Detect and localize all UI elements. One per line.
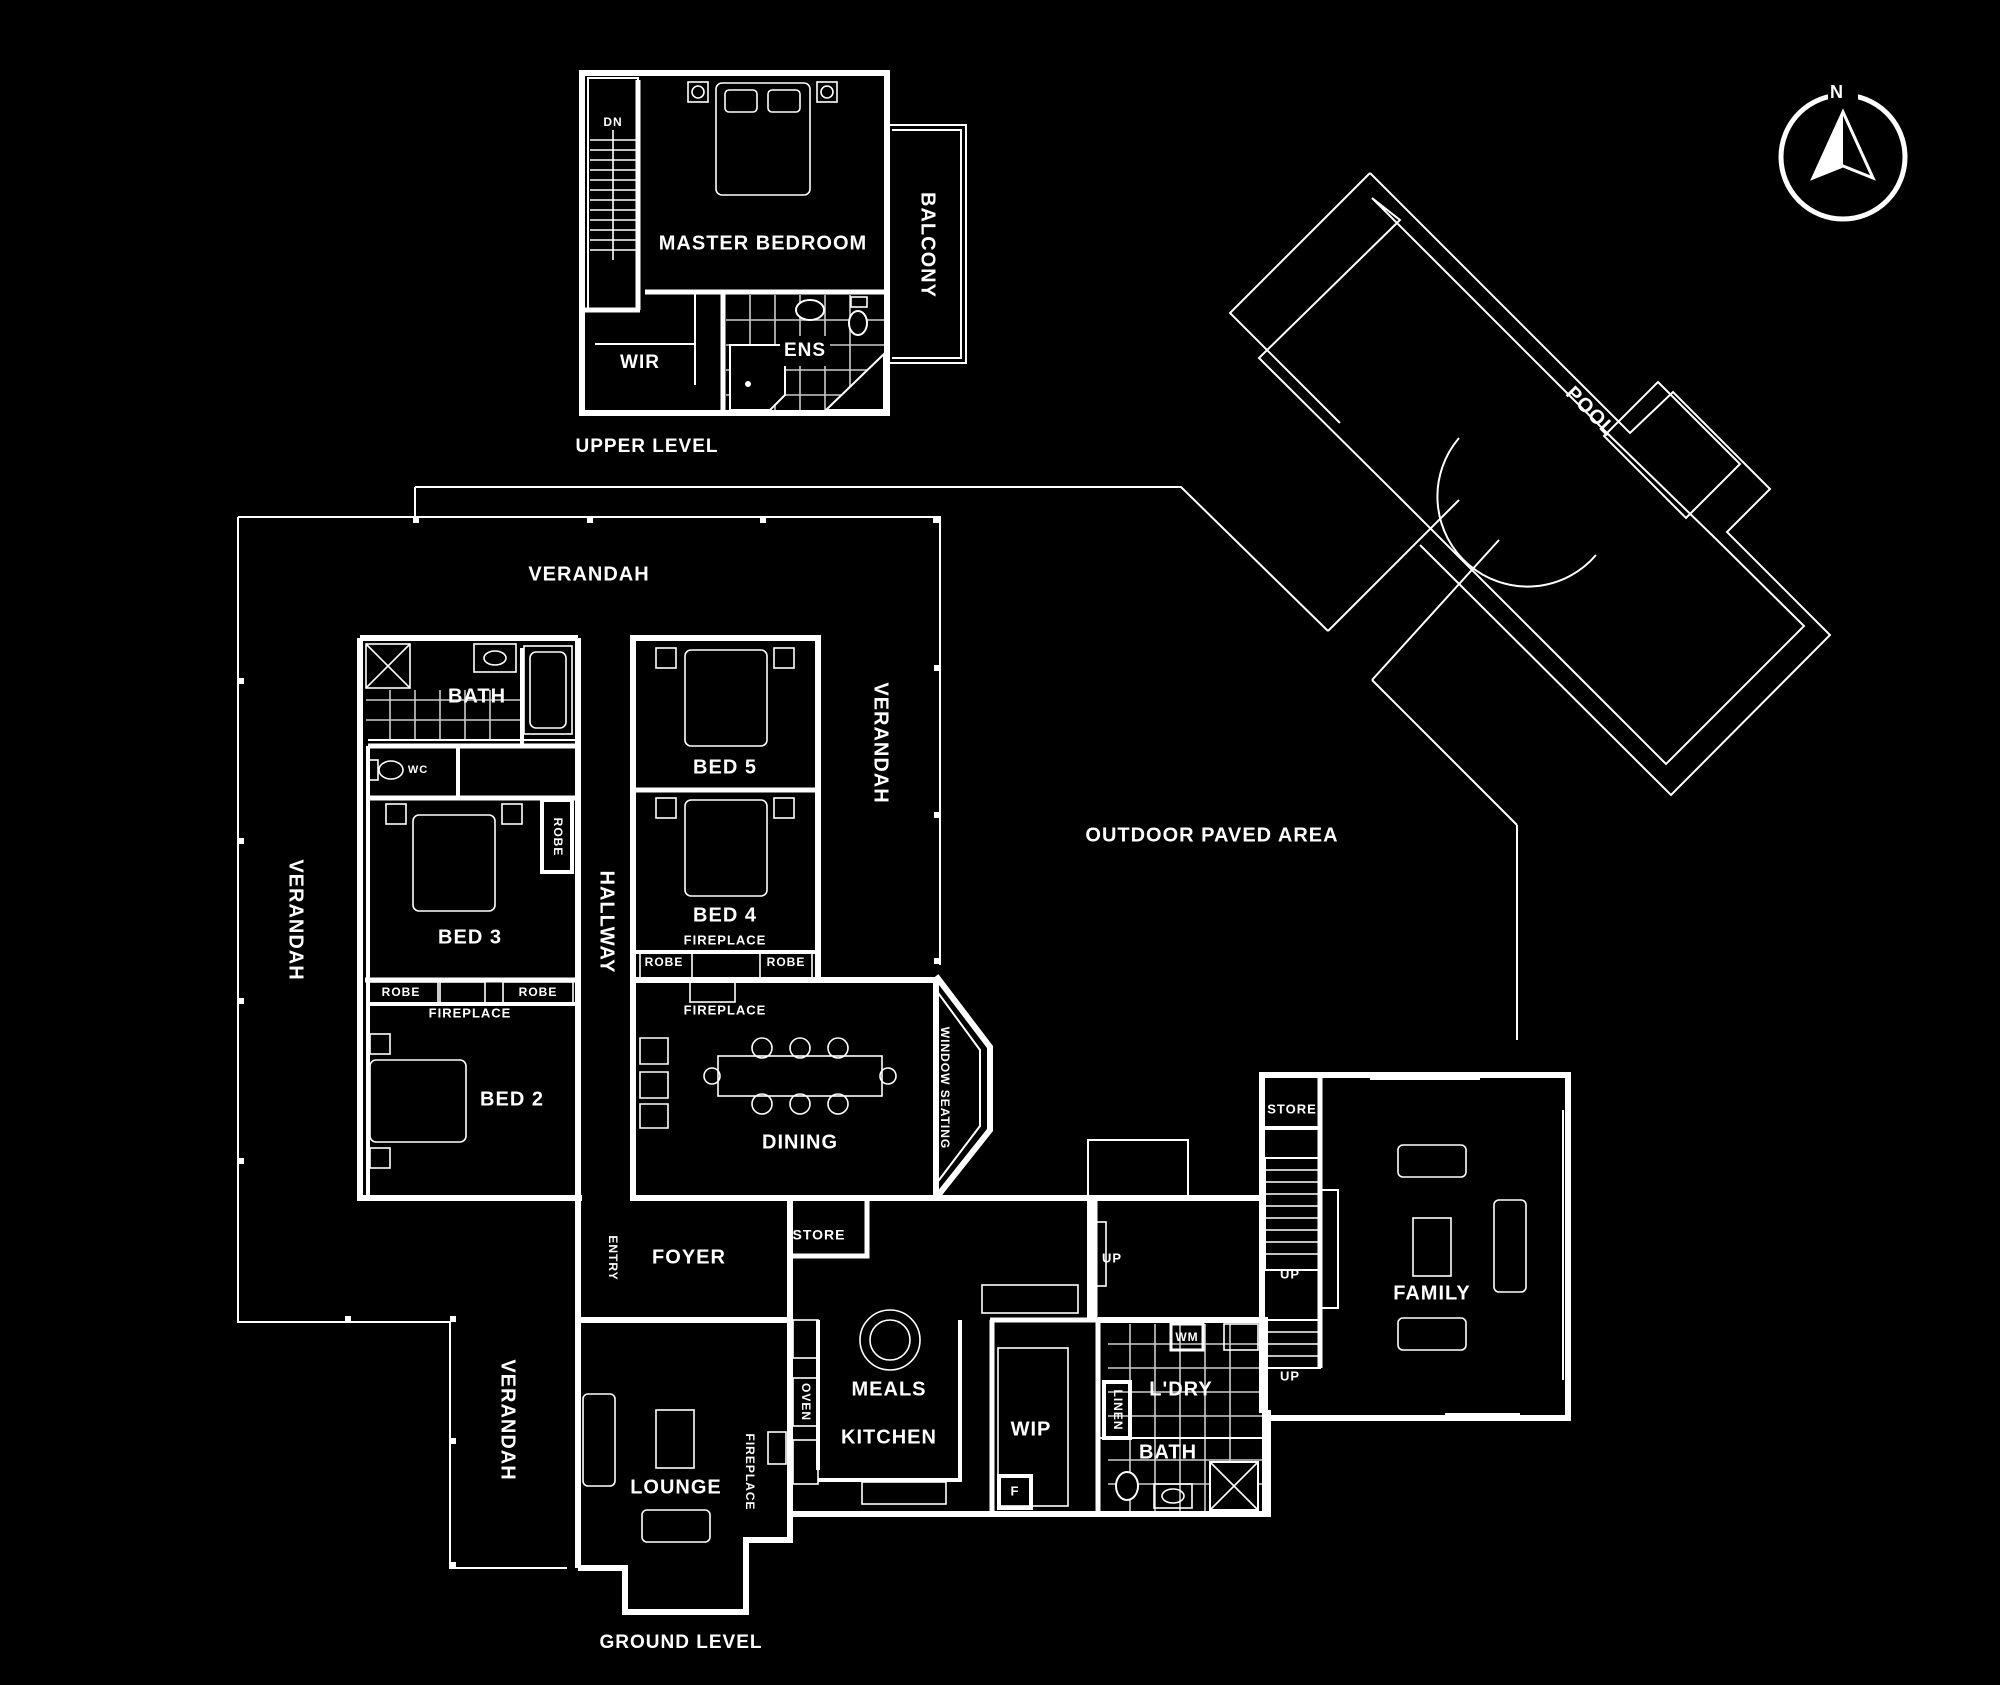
linen-label: LINEN bbox=[1111, 1390, 1125, 1431]
verandah-outline bbox=[237, 487, 941, 1569]
dining-label: DINING bbox=[762, 1131, 838, 1153]
meals-label: MEALS bbox=[852, 1378, 927, 1400]
upper-level-label: UPPER LEVEL bbox=[576, 436, 719, 457]
kitchen-label: KITCHEN bbox=[841, 1426, 937, 1448]
bed5-label: BED 5 bbox=[693, 756, 757, 778]
master-bedroom-label: MASTER BEDROOM bbox=[659, 232, 867, 254]
oven-label: OVEN bbox=[799, 1383, 813, 1421]
pool-label: POOL bbox=[1561, 382, 1619, 440]
ens-label: ENS bbox=[784, 340, 826, 361]
outdoor-paved-area-label: OUTDOOR PAVED AREA bbox=[1085, 824, 1338, 846]
wip-label: WIP bbox=[1011, 1418, 1052, 1440]
upper-level-plan bbox=[579, 70, 967, 416]
family-label: FAMILY bbox=[1393, 1282, 1471, 1304]
robe-bed2-left-label: ROBE bbox=[382, 985, 421, 999]
verandah-left-label: VERANDAH bbox=[285, 859, 307, 980]
verandah-right-label: VERANDAH bbox=[870, 682, 892, 803]
robe-bed4-right-label: ROBE bbox=[767, 955, 806, 969]
pool-area bbox=[1228, 172, 1832, 1040]
fireplace-lounge-label: FIREPLACE bbox=[743, 1433, 757, 1510]
wc-label: WC bbox=[408, 764, 428, 776]
compass-letter: N bbox=[1830, 82, 1844, 102]
north-arrow-icon bbox=[1778, 82, 1908, 222]
store-family-label: STORE bbox=[1267, 1101, 1317, 1116]
fireplace-dining-label: FIREPLACE bbox=[684, 1002, 767, 1017]
fireplace-bed2-label: FIREPLACE bbox=[429, 1005, 512, 1020]
bed4-label: BED 4 bbox=[693, 904, 757, 926]
window-seating-label: WINDOW SEATING bbox=[938, 1027, 952, 1149]
f-label: F bbox=[1011, 1483, 1020, 1498]
up-stair2-label: UP bbox=[1280, 1368, 1300, 1383]
bed2-label: BED 2 bbox=[480, 1088, 544, 1110]
ground-level-label: GROUND LEVEL bbox=[600, 1632, 763, 1653]
verandah-bottom-label: VERANDAH bbox=[497, 1359, 519, 1480]
foyer-label: FOYER bbox=[652, 1246, 726, 1268]
fireplace-bed4-label: FIREPLACE bbox=[684, 932, 767, 947]
laundry-label: L'DRY bbox=[1149, 1378, 1212, 1400]
entry-label: ENTRY bbox=[606, 1235, 620, 1280]
ground-level-walls bbox=[357, 635, 1571, 1615]
paved-area-outline bbox=[415, 486, 1329, 632]
wir-label: WIR bbox=[620, 352, 660, 373]
bath-east-label: BATH bbox=[1139, 1441, 1197, 1463]
dn-label: DN bbox=[603, 115, 622, 129]
robe-bed4-left-label: ROBE bbox=[645, 955, 684, 969]
robe-bed2-right-label: ROBE bbox=[519, 985, 558, 999]
wm-label: WM bbox=[1175, 1330, 1198, 1344]
lounge-label: LOUNGE bbox=[630, 1476, 722, 1498]
up-connector-label: UP bbox=[1102, 1250, 1122, 1265]
bed3-label: BED 3 bbox=[438, 926, 502, 948]
balcony-label: BALCONY bbox=[917, 192, 939, 298]
verandah-top-label: VERANDAH bbox=[528, 563, 649, 585]
hallway-label: HALLWAY bbox=[596, 871, 618, 974]
up-stair1-label: UP bbox=[1280, 1266, 1300, 1281]
robe-bed3-label: ROBE bbox=[551, 818, 565, 857]
bath-west-label: BATH bbox=[448, 685, 506, 707]
store-foyer-label: STORE bbox=[793, 1227, 846, 1243]
